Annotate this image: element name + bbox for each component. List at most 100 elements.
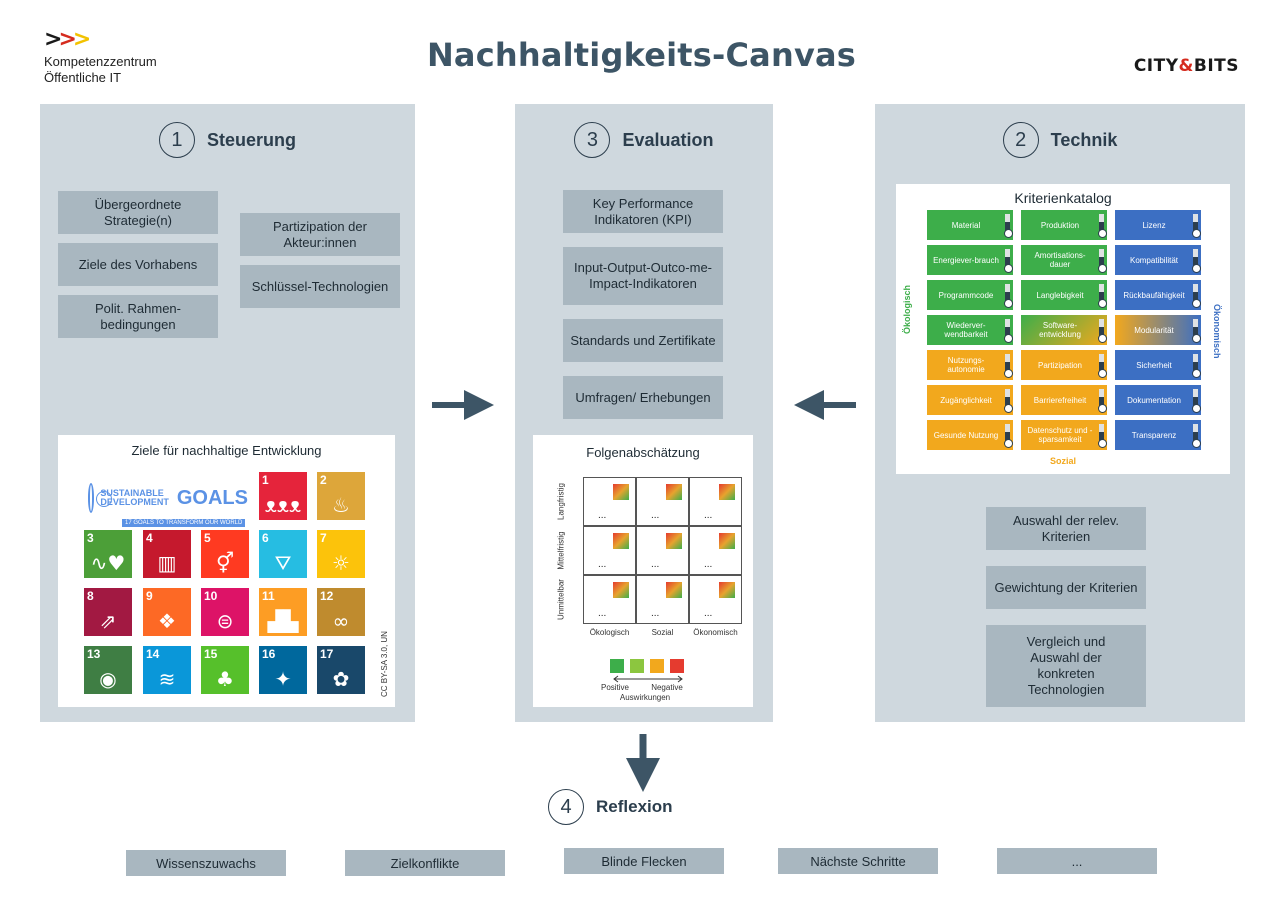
fa-cell-text: ... xyxy=(704,608,713,619)
fa-impact-marker xyxy=(613,533,629,549)
technik-box: Gewichtung der Kriterien xyxy=(986,566,1146,609)
weight-gauge-icon xyxy=(1098,389,1107,413)
weight-gauge-icon xyxy=(1192,424,1201,448)
fa-cell: ... xyxy=(583,575,636,624)
evaluation-title: Evaluation xyxy=(622,129,714,150)
kk-bottom-label: Sozial xyxy=(1049,456,1076,466)
org-name-line1: Kompetenzzentrum xyxy=(44,54,157,69)
kk-criterion-label: Energiever-brauch xyxy=(933,255,999,265)
sdg-tile-13: 13◉ xyxy=(84,646,132,694)
evaluation-box: Umfragen/ Erhebungen xyxy=(563,376,723,419)
kk-criterion-label: Rückbaufähigkeit xyxy=(1123,290,1185,300)
sdg-tile-2: 2♨ xyxy=(317,472,365,520)
sdg-tile-10: 10⊜ xyxy=(201,588,249,636)
sdg-tile-number: 6 xyxy=(262,531,269,545)
steuerung-box: Übergeordnete Strategie(n) xyxy=(58,191,218,234)
steuerung-box: Ziele des Vorhabens xyxy=(58,243,218,286)
fa-cell: ... xyxy=(636,526,689,575)
sdg-tile-number: 11 xyxy=(262,589,275,603)
un-globe-icon xyxy=(88,483,114,513)
sdg-logo-line2: DEVELOPMENT xyxy=(100,497,169,507)
sdg-license: CC BY-SA 3.0, UN xyxy=(380,631,389,697)
sdg-tile-number: 16 xyxy=(262,647,276,661)
fa-legend-swatch xyxy=(670,659,684,673)
fa-col-label: Ökologisch xyxy=(589,628,630,637)
kk-criterion-label: Material xyxy=(951,220,981,230)
sdg-tile-number: 8 xyxy=(87,589,94,603)
reflexion-item: Blinde Flecken xyxy=(564,848,724,874)
kk-criterion: Sicherheit xyxy=(1115,350,1201,380)
weight-gauge-icon xyxy=(1098,354,1107,378)
kk-criterion: Zugänglichkeit xyxy=(927,385,1013,415)
sdg-tile-5: 5⚥ xyxy=(201,530,249,578)
arrow-right-icon xyxy=(432,390,494,420)
weight-gauge-icon xyxy=(1004,214,1013,238)
sdg-goal-icon: ⇗ xyxy=(99,609,117,633)
sdg-goal-icon: ◉ xyxy=(99,667,117,691)
sdg-tile-4: 4▥ xyxy=(143,530,191,578)
fa-cell: ... xyxy=(689,477,742,526)
sdg-tile-number: 9 xyxy=(146,589,153,603)
weight-gauge-icon xyxy=(1098,424,1107,448)
sdg-goal-icon: ✦ xyxy=(274,667,292,691)
reflexion-title: Reflexion xyxy=(596,797,673,816)
evaluation-box: Standards und Zertifikate xyxy=(563,319,723,362)
fa-cell: ... xyxy=(689,526,742,575)
page-title: Nachhaltigkeits-Canvas xyxy=(426,36,857,74)
kk-criterion-label: Wiederver-wendbarkeit xyxy=(944,321,988,339)
sdg-goal-icon: ᴥᴥᴥ xyxy=(264,493,302,517)
fa-row-label: Unmittelbar xyxy=(556,578,566,620)
sdg-goal-icon: ▟▙ xyxy=(267,609,299,633)
kk-criterion: Modularität xyxy=(1115,315,1201,345)
steuerung-box: Schlüssel-Technologien xyxy=(240,265,400,308)
kompetenzzentrum-logo: >>> Kompetenzzentrum Öffentliche IT xyxy=(44,29,157,86)
step-number: 1 xyxy=(158,122,195,158)
fa-impact-marker xyxy=(613,484,629,500)
kk-criterion-label: Datenschutz und -sparsamkeit xyxy=(1027,426,1093,444)
sdg-tile-14: 14≋ xyxy=(143,646,191,694)
weight-gauge-icon xyxy=(1192,354,1201,378)
folgenabschaetzung-title: Folgenabschätzung xyxy=(586,445,700,460)
weight-gauge-icon xyxy=(1004,319,1013,343)
fa-legend-swatch xyxy=(650,659,664,673)
sdg-goal-icon: ♨ xyxy=(332,493,350,517)
kk-criterion-label: Barrierefreiheit xyxy=(1033,395,1087,405)
weight-gauge-icon xyxy=(1098,214,1107,238)
kk-criterion: Barrierefreiheit xyxy=(1021,385,1107,415)
evaluation-header: 3 Evaluation xyxy=(515,122,773,158)
weight-gauge-icon xyxy=(1098,319,1107,343)
kk-criterion-label: Produktion xyxy=(1040,220,1080,230)
weight-gauge-icon xyxy=(1004,424,1013,448)
kk-criterion-label: Langlebigkeit xyxy=(1036,290,1084,300)
sdg-tile-16: 16 ✦ xyxy=(259,646,307,694)
fa-impact-marker xyxy=(719,484,735,500)
sdg-tile-6: 6⛛ xyxy=(259,530,307,578)
sdg-tile-number: 14 xyxy=(146,647,160,661)
weight-gauge-icon xyxy=(1004,354,1013,378)
kk-criterion: Datenschutz und -sparsamkeit xyxy=(1021,420,1107,450)
kk-criterion-label: Nutzungs-autonomie xyxy=(947,356,985,374)
sdg-tile-7: 7☼ xyxy=(317,530,365,578)
arrow-down-icon xyxy=(626,734,660,792)
sdg-tile-number: 10 xyxy=(204,589,218,603)
kk-criterion: Kompatibilität xyxy=(1115,245,1201,275)
sdg-goal-icon: ∞ xyxy=(332,609,350,633)
kk-criterion-label: Gesunde Nutzung xyxy=(933,430,999,440)
weight-gauge-icon xyxy=(1004,284,1013,308)
fa-legend-swatch xyxy=(610,659,624,673)
sdg-tile-number: 12 xyxy=(320,589,334,603)
fa-cell: ... xyxy=(583,526,636,575)
kk-criterion-label: Zugänglichkeit xyxy=(940,395,992,405)
steuerung-title: Steuerung xyxy=(206,129,296,150)
kk-criterion-label: Kompatibilität xyxy=(1129,255,1179,265)
sdg-tile-11: 11 ▟▙ xyxy=(259,588,307,636)
evaluation-panel: 3 Evaluation Key Performance Indikatoren… xyxy=(515,104,773,722)
fa-impact-marker xyxy=(719,533,735,549)
steuerung-box: Partizipation der Akteur:innen xyxy=(240,213,400,256)
sdg-goal-icon: ⛛ xyxy=(274,551,292,575)
kk-criterion-label: Transparenz xyxy=(1131,430,1177,440)
kk-criterion: Gesunde Nutzung xyxy=(927,420,1013,450)
kk-criterion: Energiever-brauch xyxy=(927,245,1013,275)
